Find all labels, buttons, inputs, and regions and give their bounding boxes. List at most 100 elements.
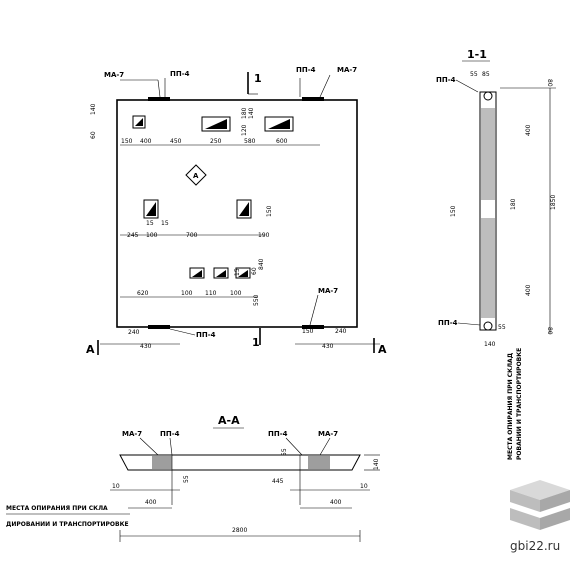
svg-text:400: 400	[140, 138, 152, 145]
section-1-1-title: 1-1	[467, 48, 487, 61]
svg-text:150: 150	[266, 205, 273, 217]
svg-text:245: 245	[127, 232, 139, 239]
svg-text:60: 60	[90, 131, 97, 139]
label-pp4-bottom: ПП-4	[196, 331, 216, 339]
section-mark-1-bottom: 1	[252, 336, 260, 349]
svg-text:400: 400	[525, 124, 532, 136]
section-a-a-title: А-А	[218, 414, 240, 427]
svg-text:250: 250	[210, 138, 222, 145]
label-pp4-aa-right: ПП-4	[268, 430, 288, 438]
svg-text:150: 150	[121, 138, 133, 145]
svg-text:150: 150	[450, 205, 457, 217]
label-ma7-aa-left: МА-7	[122, 430, 142, 438]
side-note-1: МЕСТА ОПИРАНИЯ ПРИ СКЛАД	[507, 353, 514, 460]
svg-text:840: 840	[258, 258, 265, 270]
svg-text:700: 700	[186, 232, 198, 239]
svg-text:400: 400	[145, 499, 157, 506]
svg-text:140: 140	[484, 341, 496, 348]
svg-text:80: 80	[546, 79, 553, 87]
bottom-insert-right	[302, 325, 324, 329]
svg-text:600: 600	[276, 138, 288, 145]
svg-text:15: 15	[234, 268, 241, 276]
opening-7	[213, 267, 229, 279]
opening-4	[143, 199, 159, 219]
label-pp4-top-left: ПП-4	[170, 70, 190, 78]
opening-8	[235, 267, 251, 279]
label-ma7-top-right: МА-7	[337, 66, 357, 74]
opening-5	[236, 199, 252, 219]
svg-text:430: 430	[140, 343, 152, 350]
side-note-2: РОВАНИИ И ТРАНСПОРТИРОВКЕ	[516, 348, 523, 460]
svg-text:15: 15	[146, 220, 154, 227]
svg-text:1850: 1850	[550, 195, 557, 210]
hatch-upper	[481, 108, 495, 200]
svg-text:55: 55	[498, 324, 506, 331]
label-pp4-top-right: ПП-4	[296, 66, 316, 74]
top-insert-left	[148, 97, 170, 101]
svg-text:140: 140	[90, 103, 97, 115]
watermark-text: gbi22.ru	[510, 539, 560, 553]
svg-text:80: 80	[546, 327, 553, 335]
svg-text:100: 100	[181, 290, 193, 297]
section-mark-1-top: 1	[254, 72, 262, 85]
svg-text:55: 55	[470, 71, 478, 78]
svg-text:55: 55	[281, 448, 288, 456]
svg-text:580: 580	[244, 138, 256, 145]
section-a-right: А	[378, 343, 387, 356]
opening-3	[264, 116, 294, 132]
svg-text:430: 430	[322, 343, 334, 350]
svg-text:55: 55	[183, 475, 190, 483]
diamond-label: А	[193, 172, 199, 180]
svg-text:85: 85	[482, 71, 490, 78]
svg-text:240: 240	[335, 328, 347, 335]
svg-text:110: 110	[205, 290, 217, 297]
opening-1	[132, 115, 146, 129]
section-a-a: А-А МА-7 ПП-4 ПП-4 МА-7 55 55 445 140 10…	[6, 414, 380, 542]
svg-text:180: 180	[510, 198, 517, 210]
hatch-lower	[481, 218, 495, 318]
svg-text:550: 550	[253, 294, 260, 306]
svg-text:140: 140	[248, 107, 255, 119]
svg-text:445: 445	[272, 478, 284, 485]
svg-text:150: 150	[302, 328, 314, 335]
diamond-marker	[185, 164, 207, 186]
label-pp4-side-top: ПП-4	[436, 76, 456, 84]
front-view: МА-7 ПП-4 ПП-4 МА-7 1 А 150	[86, 66, 387, 356]
svg-text:400: 400	[330, 499, 342, 506]
svg-text:100: 100	[146, 232, 158, 239]
svg-text:140: 140	[373, 458, 380, 470]
svg-text:400: 400	[525, 284, 532, 296]
section-a-left: А	[86, 343, 95, 356]
svg-text:190: 190	[258, 232, 270, 239]
hatch-right	[308, 456, 330, 469]
opening-2	[201, 116, 231, 132]
svg-text:60: 60	[251, 267, 258, 275]
bottom-insert-left	[148, 325, 170, 329]
label-pp4-aa-left: ПП-4	[160, 430, 180, 438]
svg-text:240: 240	[128, 329, 140, 336]
svg-text:15: 15	[161, 220, 169, 227]
label-ma7-top-left: МА-7	[104, 71, 124, 79]
front-dimensions: 150 400 450 250 580 600 60 140 180 120 1…	[90, 103, 320, 306]
label-pp4-side-bottom: ПП-4	[438, 319, 458, 327]
svg-text:2800: 2800	[232, 527, 247, 534]
bottom-note-2: ДИРОВАНИИ И ТРАНСПОРТИРОВКЕ	[6, 521, 129, 528]
svg-text:100: 100	[230, 290, 242, 297]
slab-profile	[119, 454, 361, 471]
svg-text:180: 180	[241, 107, 248, 119]
label-ma7-bottom: МА-7	[318, 287, 338, 295]
svg-text:620: 620	[137, 290, 149, 297]
opening-6	[189, 267, 205, 279]
svg-text:120: 120	[241, 124, 248, 136]
panel-outline	[116, 99, 358, 328]
svg-text:10: 10	[112, 483, 120, 490]
svg-text:10: 10	[360, 483, 368, 490]
top-insert-right	[302, 97, 324, 101]
watermark: gbi22.ru	[510, 480, 570, 553]
section-1-1: 1-1 55 85 ПП-4 80 1850 80 400 180 150 40…	[436, 48, 557, 460]
bottom-note-1: МЕСТА ОПИРАНИЯ ПРИ СКЛА	[6, 505, 108, 512]
hatch-left	[152, 456, 172, 469]
label-ma7-aa-right: МА-7	[318, 430, 338, 438]
svg-text:450: 450	[170, 138, 182, 145]
